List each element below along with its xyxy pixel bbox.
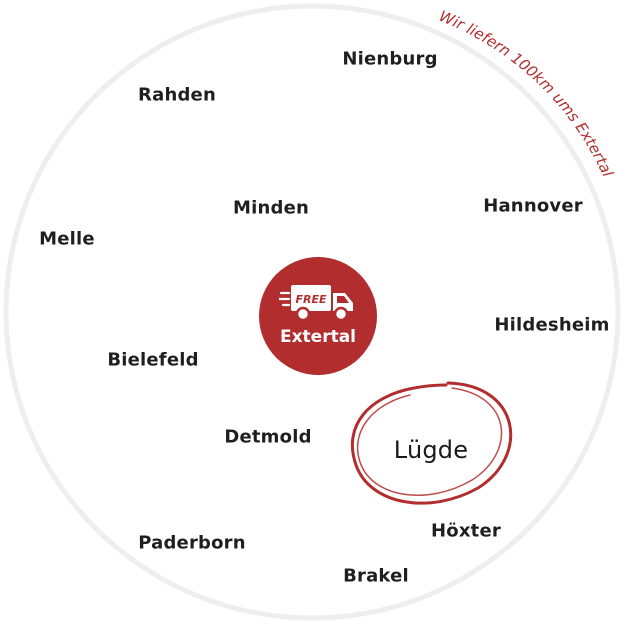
city-detmold: Detmold <box>224 426 312 448</box>
city-minden: Minden <box>232 197 310 219</box>
city-paderborn: Paderborn <box>138 532 246 554</box>
city-brakel: Brakel <box>343 565 409 587</box>
center-town-label: Extertal <box>279 327 357 347</box>
city-melle: Melle <box>39 228 95 250</box>
extertal-center-badge: FREE Extertal <box>259 257 377 375</box>
city-hildesheim: Hildesheim <box>494 314 610 336</box>
truck-free-label: FREE <box>295 293 326 306</box>
city-hoexter: Höxter <box>431 520 501 542</box>
city-luegde: Lügde <box>393 436 469 464</box>
truck-icon: FREE <box>279 285 353 322</box>
city-rahden: Rahden <box>138 84 216 106</box>
city-bielefeld: Bielefeld <box>107 349 199 371</box>
delivery-radius-ring <box>3 3 621 621</box>
city-nienburg: Nienburg <box>342 48 438 70</box>
luegde-highlight-circle <box>350 381 513 505</box>
city-hannover: Hannover <box>483 195 583 217</box>
